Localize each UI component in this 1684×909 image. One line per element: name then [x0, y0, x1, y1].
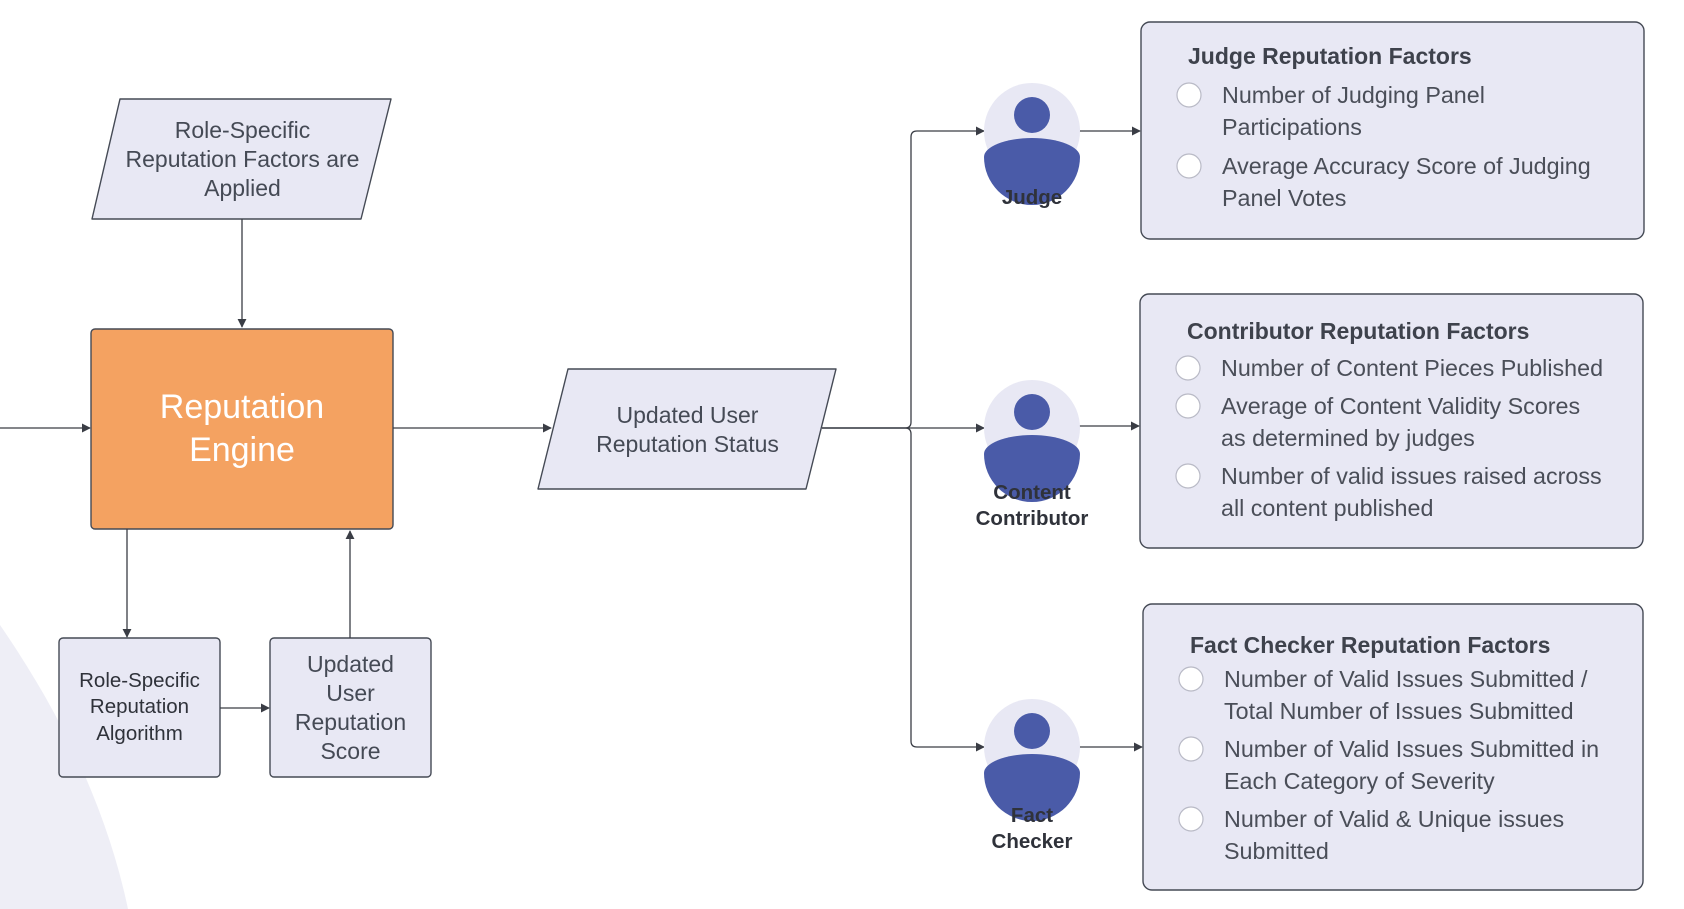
score-line: Reputation [294, 708, 407, 735]
fact-checker-factor-2: Number of Valid Issues Submitted in Each… [1224, 733, 1599, 797]
role-label-line: Judge [1001, 186, 1063, 209]
score-line: User [326, 679, 375, 706]
judge-user-icon [984, 83, 1080, 205]
status-line: Reputation Status [596, 431, 779, 457]
factor-line: Total Number of Issues Submitted [1224, 698, 1574, 724]
fact-checker-factor-2-checkbox[interactable] [1178, 736, 1204, 762]
fact-checker-panel-title: Fact Checker Reputation Factors [1190, 632, 1551, 658]
role-factors-applied-shape[interactable] [91, 98, 392, 220]
reputation-engine-label: Reputation Engine [91, 329, 393, 529]
score-line: Updated [307, 650, 394, 677]
contributor-factors-panel [1139, 293, 1644, 549]
status-line: Updated User [616, 402, 759, 428]
contributor-panel-title: Contributor Reputation Factors [1187, 318, 1530, 344]
judge-factor-1: Number of Judging Panel Participations [1222, 79, 1485, 143]
factor-line: Each Category of Severity [1224, 768, 1495, 794]
algorithm-label: Role-Specific Reputation Algorithm [59, 638, 220, 777]
contributor-factor-1: Number of Content Pieces Published [1221, 352, 1603, 384]
role-factors-applied-label: Role-Specific Reputation Factors are App… [100, 104, 385, 214]
role-label-line: Contributor [975, 507, 1089, 530]
contributor-role-label: Content Contributor [952, 478, 1112, 534]
role-label-line: Content [993, 481, 1071, 504]
contributor-factor-2-checkbox[interactable] [1175, 393, 1201, 419]
factor-line: Panel Votes [1222, 185, 1347, 211]
reputation-engine-box[interactable] [90, 328, 394, 530]
fact-checker-factor-1: Number of Valid Issues Submitted / Total… [1224, 663, 1587, 727]
factor-line: Average of Content Validity Scores [1221, 393, 1581, 419]
factor-line: Number of Content Pieces Published [1221, 355, 1604, 381]
factor-line: all content published [1221, 495, 1434, 521]
contributor-factor-1-checkbox[interactable] [1175, 355, 1201, 381]
judge-role-label: Judge [962, 184, 1102, 212]
factor-line: Number of Valid Issues Submitted in [1224, 736, 1600, 762]
role-label-line: Checker [991, 830, 1073, 853]
factor-line: Number of Judging Panel [1222, 82, 1485, 108]
score-line: Score [320, 737, 381, 764]
fact-checker-factors-panel [1142, 603, 1644, 891]
contributor-factor-3-checkbox[interactable] [1175, 463, 1201, 489]
updated-score-label: Updated User Reputation Score [270, 638, 431, 777]
factor-line: Submitted [1224, 838, 1329, 864]
factor-line: Number of Valid Issues Submitted / [1224, 666, 1588, 692]
fact-checker-factor-3: Number of Valid & Unique issues Submitte… [1224, 803, 1564, 867]
factor-line: Participations [1222, 114, 1362, 140]
updated-status-shape[interactable] [537, 368, 837, 490]
judge-panel-title: Judge Reputation Factors [1188, 43, 1472, 69]
judge-factor-1-checkbox[interactable] [1176, 82, 1202, 108]
judge-factor-2-checkbox[interactable] [1176, 153, 1202, 179]
contributor-factor-3: Number of valid issues raised across all… [1221, 460, 1602, 524]
role-factors-applied-line: Role-Specific [174, 116, 311, 143]
fact-checker-role-label: Fact Checker [962, 801, 1102, 857]
contributor-user-icon [984, 380, 1080, 502]
connector-status-to-fact-checker [822, 427, 985, 752]
connector-status-to-judge [822, 126, 985, 429]
algorithm-line: Reputation [89, 695, 190, 719]
judge-factor-2: Average Accuracy Score of Judging Panel … [1222, 150, 1591, 214]
judge-factors-panel [1140, 21, 1645, 240]
factor-line: Average Accuracy Score of Judging [1222, 153, 1591, 179]
engine-line: Engine [189, 431, 295, 469]
engine-line: Reputation [159, 388, 325, 426]
fact-checker-factor-3-checkbox[interactable] [1178, 806, 1204, 832]
updated-status-label: Updated User Reputation Status [555, 380, 820, 480]
algorithm-line: Algorithm [96, 721, 183, 745]
role-factors-applied-line: Reputation Factors are [125, 145, 360, 172]
fact-checker-user-icon [984, 699, 1080, 821]
factor-line: Number of Valid & Unique issues [1224, 806, 1565, 832]
role-factors-applied-line: Applied [204, 174, 281, 201]
contributor-factor-2: Average of Content Validity Scores as de… [1221, 390, 1580, 454]
algorithm-line: Role-Specific [79, 668, 200, 692]
factor-line: as determined by judges [1221, 425, 1475, 451]
factor-line: Number of valid issues raised across [1221, 463, 1602, 489]
role-label-line: Fact [1010, 804, 1054, 827]
fact-checker-factor-1-checkbox[interactable] [1178, 666, 1204, 692]
